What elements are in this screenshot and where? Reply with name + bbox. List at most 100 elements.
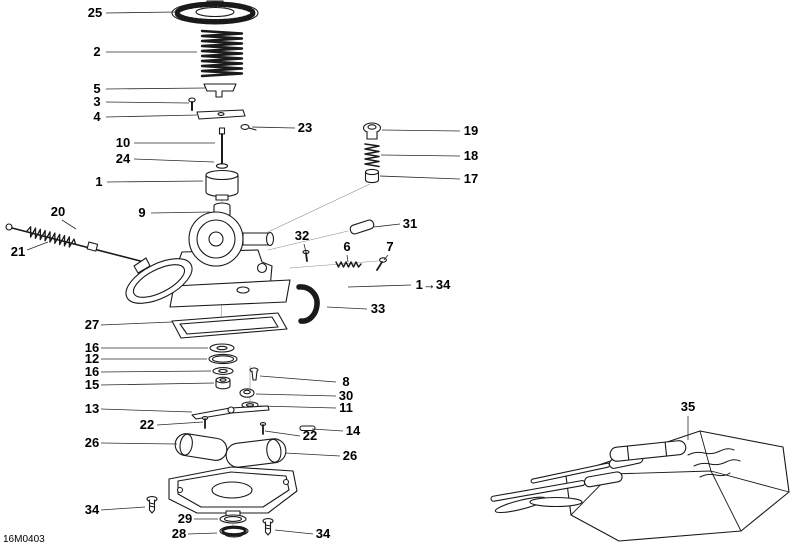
part-label-26-34: 26 — [343, 448, 357, 463]
leader-line-31 — [264, 430, 301, 437]
plate-4 — [196, 109, 246, 120]
part-label-33-20: 33 — [371, 301, 385, 316]
part-label-21-14: 21 — [11, 244, 25, 259]
tool-kit-35 — [490, 430, 790, 542]
kit-tools — [490, 440, 687, 514]
carburetor-body — [125, 211, 291, 308]
screw-7 — [376, 257, 387, 271]
part-label-5-2: 5 — [93, 81, 100, 96]
part-label-26-33: 26 — [85, 435, 99, 450]
float-arm-13 — [191, 405, 270, 420]
part-label-28-37: 28 — [172, 526, 186, 541]
float-26-right — [225, 438, 287, 468]
part-label-34-38: 34 — [316, 526, 331, 541]
leader-line-13 — [61, 219, 77, 230]
clip-23 — [240, 124, 257, 131]
leader-line-27 — [255, 393, 337, 397]
leader-line-5 — [251, 126, 296, 129]
part-label-6-17: 6 — [343, 239, 350, 254]
retainer-plate-5 — [203, 83, 237, 98]
screw-3 — [188, 97, 196, 111]
pin-22-right — [259, 422, 267, 435]
leader-line-24 — [100, 370, 212, 373]
leader-line-19 — [347, 284, 412, 288]
nut-15 — [215, 376, 231, 390]
part-label-16-24: 16 — [85, 364, 99, 379]
leader-line-35 — [100, 506, 146, 511]
pin-14 — [299, 425, 316, 432]
leader-line-25 — [100, 382, 215, 386]
part-label-32-16: 32 — [295, 228, 309, 243]
part-label-23-5: 23 — [298, 120, 312, 135]
leader-line-11 — [379, 175, 461, 180]
spring-2 — [200, 29, 244, 78]
part-label-20-13: 20 — [51, 204, 65, 219]
screwdriver-icon — [490, 471, 623, 502]
jet-needle-10 — [218, 127, 226, 167]
part-label-24-7: 24 — [116, 151, 131, 166]
leader-line-4 — [105, 114, 198, 118]
leader-line-2 — [105, 87, 206, 90]
part-label-25-0: 25 — [88, 5, 102, 20]
pin-22-left — [201, 416, 209, 429]
leader-lines — [26, 11, 689, 535]
part-label-16-22: 16 — [85, 340, 99, 355]
leader-line-16 — [303, 243, 307, 253]
part-label-8-26: 8 — [342, 374, 349, 389]
leader-line-38 — [274, 529, 314, 535]
drain-cap-28 — [219, 525, 249, 538]
part-label-2-1: 2 — [93, 44, 100, 59]
plug-wrench-icon — [609, 440, 687, 462]
part-label-22-30: 22 — [140, 417, 154, 432]
part-label-1→34-19: 1→34 — [416, 277, 451, 292]
part-label-12-23: 12 — [85, 351, 99, 366]
diagram-code: 16M0403 — [3, 534, 45, 544]
screw-34-right — [262, 518, 274, 536]
float-26-left — [174, 433, 228, 461]
part-label-14-32: 14 — [346, 423, 361, 438]
leader-line-30 — [156, 421, 204, 426]
oring-29 — [219, 514, 247, 524]
leader-line-21 — [100, 321, 173, 326]
leader-line-33 — [100, 442, 178, 445]
part-label-7-18: 7 — [386, 239, 393, 254]
spring-18 — [364, 143, 380, 168]
leader-line-14 — [26, 241, 49, 251]
ring-12 — [208, 353, 238, 365]
leader-line-28 — [259, 405, 337, 409]
nut-30 — [239, 388, 255, 398]
leader-line-9 — [381, 129, 461, 132]
leader-line-29 — [100, 408, 193, 413]
leader-line-32 — [311, 428, 344, 432]
part-label-10-6: 10 — [116, 135, 130, 150]
cable-rod-20-21 — [5, 223, 149, 264]
part-label-29-36: 29 — [178, 511, 192, 526]
part-label-22-31: 22 — [303, 428, 317, 443]
leader-line-0 — [105, 11, 177, 14]
part-label-30-27: 30 — [339, 388, 353, 403]
kit-label-scribbles — [687, 448, 741, 478]
sleeve-31 — [349, 219, 375, 235]
part-label-4-4: 4 — [93, 109, 101, 124]
part-label-3-3: 3 — [93, 94, 100, 109]
washer-16-lower — [212, 367, 234, 375]
leader-line-8 — [106, 180, 204, 183]
part-label-1-8: 1 — [95, 174, 102, 189]
leader-line-12 — [150, 211, 211, 214]
fitting-17 — [364, 168, 380, 184]
screw-8 — [249, 367, 259, 381]
part-label-35-39: 35 — [681, 399, 695, 414]
leader-line-26 — [259, 375, 337, 383]
leader-line-37 — [187, 532, 218, 535]
leader-line-7 — [133, 158, 215, 163]
part-label-31-15: 31 — [403, 216, 417, 231]
leader-line-15 — [373, 223, 401, 228]
part-label-9-12: 9 — [138, 205, 145, 220]
part-label-13-29: 13 — [85, 401, 99, 416]
part-label-15-25: 15 — [85, 377, 99, 392]
spring-6 — [335, 261, 362, 268]
screw-34-left — [146, 496, 158, 514]
adjuster-bolt-19 — [362, 122, 382, 140]
